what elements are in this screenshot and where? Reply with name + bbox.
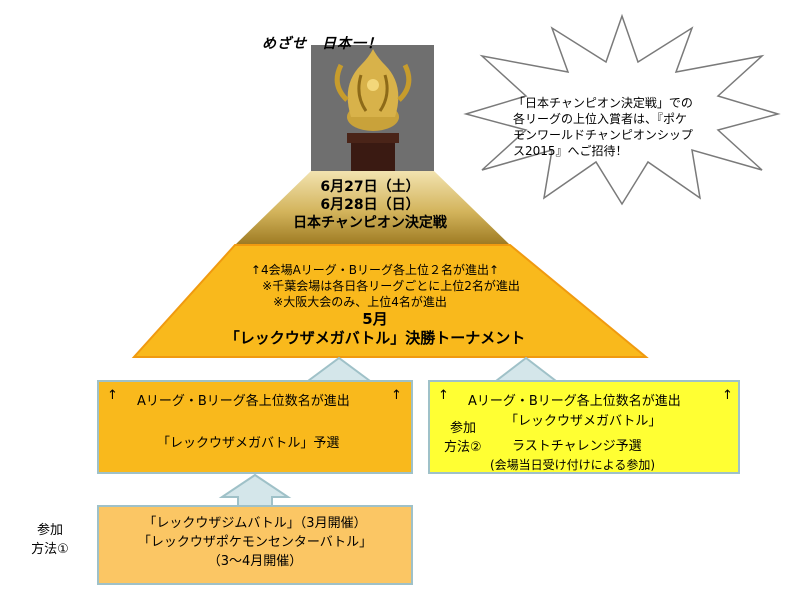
arrow-right: ↑	[391, 388, 402, 403]
date-2: 6月28日（日）	[320, 197, 420, 213]
arrow-right: ↑	[722, 388, 733, 403]
championship-label: 6月27日（土） 6月28日（日） 日本チャンピオン決定戦	[250, 178, 490, 232]
qualifier-name: 「レックウザメガバトル」予選	[157, 436, 340, 451]
method-1-line1: 参加	[36, 523, 63, 538]
final-month: 5月	[362, 310, 388, 328]
last-challenge-box: ↑ Aリーグ・Bリーグ各上位数名が進出 ↑ 参加 方法② 「レックウザメガバトル…	[428, 380, 740, 474]
last-challenge-advance-text: Aリーグ・Bリーグ各上位数名が進出	[468, 394, 681, 409]
final-tournament-label: ↑4会場Aリーグ・Bリーグ各上位２名が進出↑ ※千葉会場は各日各リーグごとに上位…	[150, 262, 600, 348]
entry-event-period: （3～4月開催）	[207, 554, 303, 569]
last-challenge-note: (会場当日受け付けによる参加)	[490, 458, 656, 472]
final-title: 「レックウザメガバトル」決勝トーナメント	[224, 329, 526, 347]
callout-line-3: モンワールドチャンピオンシップ	[513, 128, 693, 142]
apex-trapezoid	[235, 171, 510, 245]
method-2-label-line2: 方法②	[444, 440, 482, 455]
arrow-left: ↑	[107, 388, 118, 403]
entry-event-1: 「レックウザジムバトル」（3月開催）	[143, 516, 367, 531]
trophy-image	[311, 45, 434, 171]
advance-note-1: ↑4会場Aリーグ・Bリーグ各上位２名が進出↑	[250, 263, 500, 277]
callout-line-2: 各リーグの上位入賞者は、『ポケ	[513, 112, 688, 126]
last-challenge-name-1: 「レックウザメガバトル」	[505, 414, 662, 429]
arrow-left: ↑	[438, 388, 449, 403]
method-1-label: 参加 方法①	[20, 521, 80, 559]
callout-line-4: ス2015』へご招待！	[513, 144, 628, 158]
advance-note-3: ※大阪大会のみ、上位4名が進出	[273, 295, 447, 309]
callout-text: 「日本チャンピオン決定戦」での 各リーグの上位入賞者は、『ポケ モンワールドチャ…	[513, 95, 743, 159]
slogan: めざせ 日本一！	[262, 36, 382, 52]
championship-title: 日本チャンピオン決定戦	[293, 215, 447, 231]
advance-note-2: ※千葉会場は各日各リーグごとに上位2名が進出	[262, 279, 520, 293]
qualifier-box: ↑ Aリーグ・Bリーグ各上位数名が進出 ↑ 「レックウザメガバトル」予選	[97, 380, 413, 474]
method-1-line2: 方法①	[31, 542, 69, 557]
date-1: 6月27日（土）	[320, 179, 420, 195]
entry-event-2: 「レックウザポケモンセンターバトル」	[137, 535, 373, 550]
callout-starburst	[463, 13, 781, 206]
callout-line-1: 「日本チャンピオン決定戦」での	[513, 96, 693, 110]
final-tournament-trapezoid	[131, 244, 649, 358]
up-arrow-c	[218, 473, 292, 509]
entry-events-box: 「レックウザジムバトル」（3月開催） 「レックウザポケモンセンターバトル」 （3…	[97, 505, 413, 585]
qualifier-advance-text: Aリーグ・Bリーグ各上位数名が進出	[137, 394, 350, 409]
method-2-label-line1: 参加	[450, 421, 477, 436]
last-challenge-name-2: ラストチャレンジ予選	[512, 439, 642, 454]
